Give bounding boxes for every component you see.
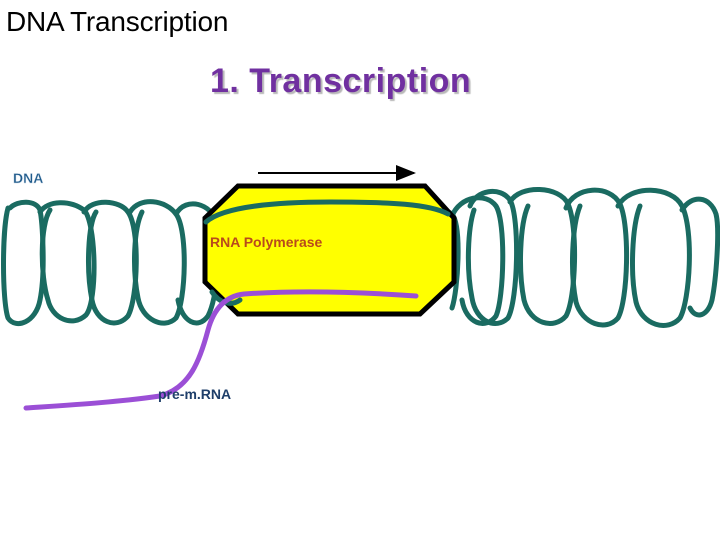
dna-strand-segment [615, 187, 692, 328]
rna-polymerase-shape [202, 183, 457, 317]
rna-polymerase-label: RNA Polymerase [210, 234, 323, 250]
pre-mrna-strand [23, 289, 419, 411]
dna-label: DNA [13, 170, 43, 186]
pre-mrna-label: pre-m.RNA [158, 386, 231, 402]
slide-heading: 1. Transcription [210, 62, 472, 100]
dna-strand-segment [507, 187, 578, 326]
dna-strand-segment [563, 187, 630, 328]
dna-strand-segment [81, 199, 139, 326]
dna-strand-segment [1, 199, 46, 326]
dna-strand-segment [37, 200, 97, 324]
page-title: DNA Transcription [6, 6, 229, 37]
dna-template-strand [203, 199, 451, 225]
dna-strand-segment [465, 189, 520, 326]
dna-strand-segment [127, 199, 187, 326]
dna-strand-segment [679, 196, 720, 318]
